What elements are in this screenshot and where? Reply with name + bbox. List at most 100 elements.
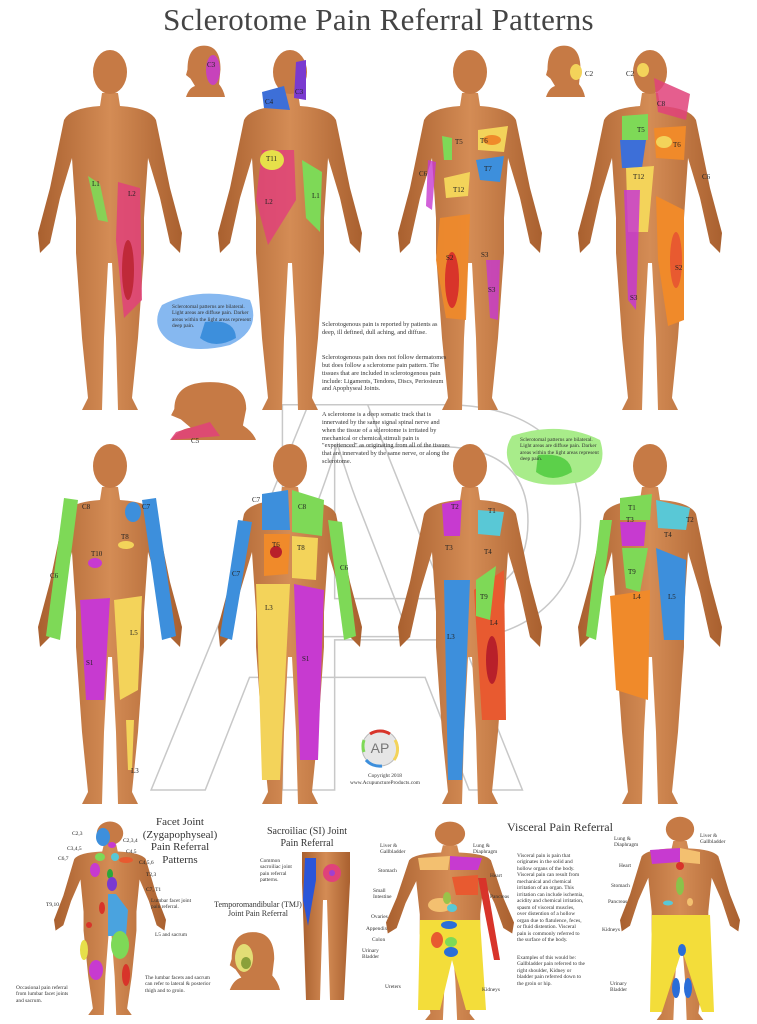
zone-label: T5	[637, 126, 645, 134]
zone-label: T9	[628, 568, 636, 576]
visceral-label: Lung & Diaphragm	[473, 843, 498, 856]
zone-label: L4	[633, 593, 641, 601]
facet-thigh-note: The lumbar facets and sacrum can refer t…	[145, 975, 211, 994]
visceral-paragraph-1: Visceral pain is pain that originates in…	[517, 853, 584, 944]
zone-label: T4	[484, 548, 492, 556]
visceral-label: Heart	[490, 873, 502, 879]
info-paragraph-1: Sclerotogenous pain is reported by patie…	[322, 321, 438, 336]
zone-label: C6	[419, 170, 428, 178]
zone-label: S3	[481, 251, 489, 259]
visceral-label: Urinary Bladder	[362, 948, 380, 961]
visceral-label: Small Intestine	[373, 888, 392, 901]
figure-row2-front2	[398, 444, 542, 804]
zone-label: T1	[488, 507, 496, 515]
zone-label: T1	[628, 504, 636, 512]
si-title: Sacroiliac (SI) Joint Pain Referral	[267, 826, 347, 849]
zone-label: T3	[445, 544, 453, 552]
visceral-back-label: Lung & Diaphragm	[614, 836, 639, 849]
zone-label: T12	[453, 186, 465, 194]
zone-label: C8	[298, 503, 307, 511]
facet-label: C3,4,5	[67, 846, 82, 852]
figure-row2-front	[38, 444, 182, 804]
zone-label: T3	[626, 516, 634, 524]
zone-label: L4	[490, 619, 498, 627]
facet-joint-figure	[54, 821, 166, 1015]
zone-label: L5	[668, 593, 676, 601]
visceral-back-label: Pancreas	[608, 899, 628, 905]
zone-label: T8	[297, 544, 305, 552]
facet-label: C2,3	[72, 831, 83, 837]
visceral-back-label: Kidneys	[602, 927, 620, 933]
figure-row1-back	[218, 50, 362, 410]
svg-text:AP: AP	[371, 740, 390, 756]
zone-label: T4	[664, 531, 672, 539]
facet-label: C7, T1	[146, 887, 162, 893]
figure-row1-back2	[578, 50, 722, 410]
zone-label: C8	[657, 100, 666, 108]
zone-label: S1	[302, 655, 310, 663]
page-title: Sclerotome Pain Referral Patterns	[163, 2, 594, 37]
zone-label: C2	[626, 70, 635, 78]
facet-lumbar-note: Lumbar facet joint pain referral.	[151, 898, 192, 911]
zone-label: L1	[92, 180, 100, 188]
zone-label: C6	[50, 572, 59, 580]
figure-row2-back	[218, 444, 362, 804]
zone-label: T7	[484, 165, 492, 173]
legend-blue-text: Sclerotomal patterns are bilateral. Ligh…	[172, 304, 251, 330]
zone-label: C7	[232, 570, 241, 578]
visceral-label: Pancreas	[490, 894, 510, 900]
zone-label: C6	[340, 564, 349, 572]
zone-label: C2	[585, 70, 594, 78]
si-note: Common sacroiliac joint pain referral pa…	[260, 858, 292, 884]
facet-label: T9,10	[46, 902, 59, 908]
zone-label: S2	[446, 254, 454, 262]
facet-label: C4,5,6	[139, 860, 154, 866]
zone-label: T2	[686, 516, 694, 524]
tmj-head-figure	[229, 932, 280, 990]
visceral-paragraph-2: Examples of this would be: Gallbladder p…	[517, 955, 585, 987]
zone-label: T11	[266, 155, 278, 163]
zone-label: C3	[295, 88, 304, 96]
facet-label: C4,5	[126, 849, 137, 855]
zone-label: L3	[447, 633, 455, 641]
visceral-back-figure	[620, 816, 740, 1020]
visceral-label: Colon	[372, 937, 386, 943]
visceral-label: Appendix	[366, 926, 388, 932]
zone-label: L3	[265, 604, 273, 612]
sacroiliac-figure	[302, 852, 350, 1000]
copyright-text: Copyright 2018	[368, 773, 402, 779]
tmj-title: Temporomandibular (TMJ) Joint Pain Refer…	[214, 900, 302, 919]
visceral-label: Ovaries	[371, 914, 388, 920]
zone-label: L3	[131, 767, 139, 775]
figure-row2-back2	[578, 444, 722, 804]
zone-label: T5	[455, 138, 463, 146]
visceral-back-label: Stomach	[611, 883, 630, 889]
zone-label: T9	[480, 593, 488, 601]
acupuncture-products-logo: AP	[361, 729, 400, 768]
zone-label: S2	[675, 264, 683, 272]
facet-l5-note: L5 and sacrum	[155, 932, 188, 938]
legend-green-text: Sclerotomal patterns are bilateral. Ligh…	[520, 437, 599, 463]
visceral-label: Liver & Gallbladder	[380, 843, 406, 856]
website-text: www.AcupunctureProducts.com	[349, 780, 420, 786]
visceral-back-label: Urinary Bladder	[610, 981, 628, 994]
facet-label: T2,3	[146, 872, 157, 878]
info-paragraph-2: Sclerotogenous pain does not follow derm…	[322, 354, 447, 393]
visceral-label: Stomach	[378, 868, 397, 874]
info-paragraph-3: A sclerotome is a deep somatic track tha…	[322, 411, 450, 466]
zone-label: C7	[142, 503, 151, 511]
visceral-label: Ureters	[385, 984, 401, 990]
facet-title: Facet Joint (Zygapophyseal) Pain Referra…	[142, 816, 218, 866]
zone-label: C7	[252, 496, 261, 504]
zone-label: L1	[312, 192, 320, 200]
zone-label: C4	[265, 98, 274, 106]
zone-label: C5	[191, 437, 200, 445]
figure-row1-front	[38, 50, 182, 410]
visceral-title: Visceral Pain Referral	[507, 820, 613, 834]
figure-row1-front2	[398, 50, 542, 410]
zone-label: T2	[451, 503, 459, 511]
visceral-label: Kidneys	[482, 987, 500, 993]
zone-label: S1	[86, 659, 94, 667]
zone-label: T6	[673, 141, 681, 149]
zone-label: C3	[207, 61, 216, 69]
